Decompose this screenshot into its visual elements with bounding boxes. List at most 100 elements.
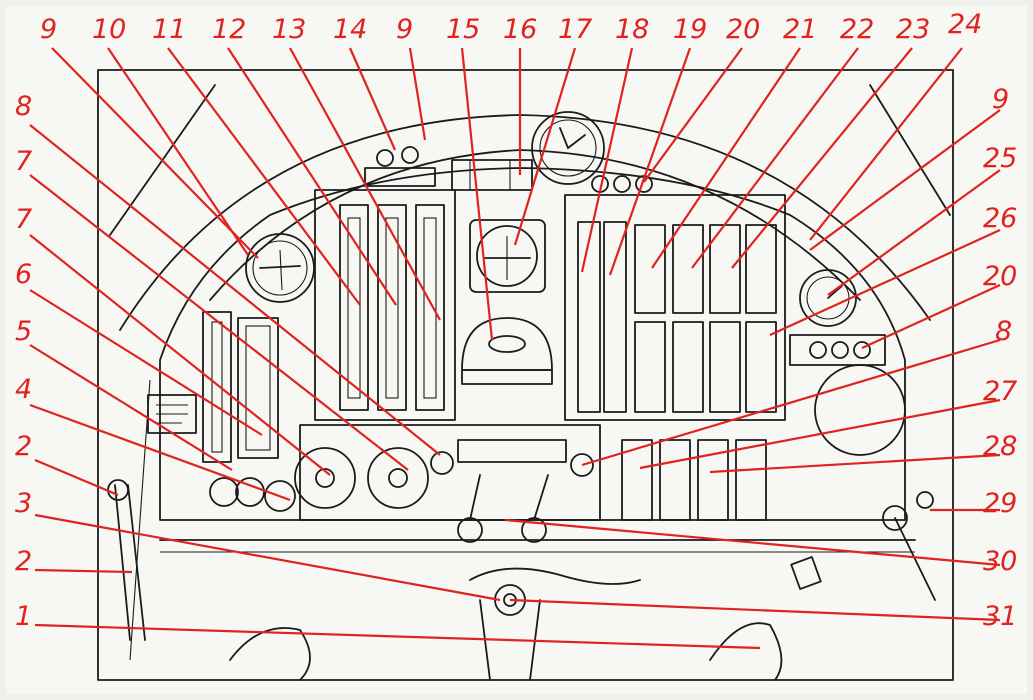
callout-28: 28	[983, 431, 1017, 462]
throttle-levers	[457, 474, 549, 543]
center-placard	[457, 439, 567, 463]
leader-26	[769, 228, 1001, 337]
leader-8a	[29, 124, 441, 456]
leader-25	[827, 169, 1001, 296]
leader-24	[809, 47, 963, 241]
canopy-frame-right	[869, 84, 951, 216]
callout-19: 19	[673, 14, 707, 45]
leader-2b	[34, 568, 133, 574]
leader-23	[731, 47, 913, 269]
callout-17: 17	[558, 14, 592, 45]
valve-knob-1	[209, 477, 239, 507]
indicator-lamp-2	[401, 146, 419, 164]
leader-7b	[29, 234, 331, 476]
trim-pedal	[790, 556, 822, 590]
blanking-plate	[814, 364, 906, 456]
compass-housing	[451, 159, 533, 191]
leader-27	[639, 398, 1001, 470]
callout-2-left-a: 2	[15, 431, 32, 462]
callout-20-right: 20	[983, 261, 1017, 292]
selector-knob-right	[570, 453, 594, 477]
callout-8-left: 8	[15, 91, 32, 122]
drawing-frame	[97, 69, 954, 681]
callout-1: 1	[15, 601, 32, 632]
leader-1	[34, 623, 761, 650]
leader-21	[651, 47, 801, 269]
leader-18	[580, 47, 634, 273]
callout-8-right: 8	[995, 316, 1012, 347]
leader-8b	[581, 338, 1001, 467]
callout-20-top: 20	[726, 14, 760, 45]
callout-31: 31	[983, 601, 1017, 632]
indicator-lamp-7	[831, 341, 849, 359]
leader-11	[167, 47, 361, 306]
engine-gauge-bank-right	[564, 194, 786, 421]
callout-10: 10	[92, 14, 126, 45]
callout-15: 15	[446, 14, 480, 45]
side-levers-left	[107, 379, 151, 661]
callout-24: 24	[948, 9, 982, 40]
lower-center-panel	[299, 424, 601, 521]
leader-13	[289, 47, 441, 321]
leader-2a	[34, 458, 119, 497]
callout-21: 21	[783, 14, 817, 45]
callout-11: 11	[152, 14, 186, 45]
engine-gauge-bank-left	[314, 189, 456, 421]
leader-3	[34, 513, 501, 602]
vertical-gauges-left	[339, 204, 445, 411]
rpm-gauge-1	[294, 447, 356, 509]
callout-9-top-a: 9	[40, 14, 57, 45]
leader-22	[691, 47, 859, 269]
callout-5: 5	[15, 316, 32, 347]
selector-knob-left	[430, 451, 454, 475]
leader-9a	[51, 47, 259, 259]
lamp-block-right	[789, 334, 886, 366]
indicator-lamp-8	[853, 341, 871, 359]
indicator-lamp-6	[809, 341, 827, 359]
leader-10	[107, 47, 249, 256]
leader-19	[608, 47, 692, 276]
leader-lines	[29, 47, 1001, 650]
rpm-gauge-2	[367, 447, 429, 509]
leader-12	[227, 47, 397, 306]
callout-6: 6	[15, 259, 32, 290]
callout-16: 16	[503, 14, 537, 45]
callout-25: 25	[983, 143, 1017, 174]
callout-14: 14	[333, 14, 367, 45]
leader-17	[513, 47, 577, 246]
valve-knob-2	[235, 477, 265, 507]
leader-31	[509, 598, 1001, 622]
callout-2-left-b: 2	[15, 546, 32, 577]
callout-13: 13	[272, 14, 306, 45]
side-lever-right	[882, 491, 936, 601]
clock-gauge	[531, 111, 605, 185]
vertical-gauges-right	[577, 221, 777, 413]
callout-9-right: 9	[992, 84, 1009, 115]
callout-labels: 9 10 11 12 13 14 9 15 16 17 18 19 20 21 …	[15, 9, 1017, 632]
callout-7-left-a: 7	[15, 146, 32, 177]
altimeter-gauge	[245, 233, 315, 303]
indicator-lamp-4	[613, 175, 631, 193]
leader-28	[709, 453, 1001, 474]
leader-30	[504, 518, 1001, 567]
callout-29: 29	[983, 488, 1017, 519]
callout-22: 22	[840, 14, 874, 45]
valve-knob-3	[264, 480, 296, 512]
callout-3: 3	[15, 488, 32, 519]
leader-20a	[643, 47, 743, 183]
leader-9b	[408, 47, 427, 141]
callout-7-left-b: 7	[15, 204, 32, 235]
lower-right-gauges	[621, 439, 767, 521]
compass-bowl	[461, 317, 553, 385]
leader-5	[29, 344, 233, 471]
leader-15	[460, 47, 494, 341]
leader-4	[29, 403, 291, 502]
callout-12: 12	[212, 14, 246, 45]
artificial-horizon	[469, 219, 546, 293]
leader-6	[29, 289, 263, 436]
leader-7a	[29, 174, 409, 471]
callout-30: 30	[983, 546, 1017, 577]
callout-4: 4	[15, 374, 32, 405]
callout-26: 26	[983, 203, 1017, 234]
